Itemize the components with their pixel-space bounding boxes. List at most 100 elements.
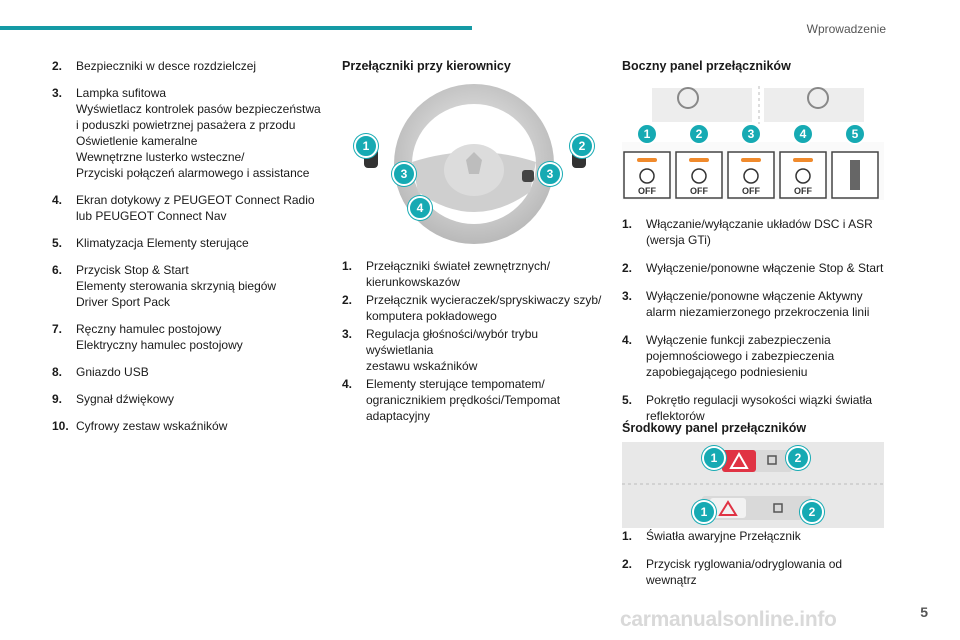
item-line: Przycisk ryglowania/odryglowania od	[646, 557, 843, 571]
item-number: 3.	[342, 327, 353, 341]
item-line: Bezpieczniki w desce rozdzielczej	[76, 59, 257, 73]
list-item: 9. Sygnał dźwiękowy	[52, 391, 322, 407]
list-item: 3. Regulacja głośności/wybór trybu wyświe…	[342, 326, 604, 374]
item-line: Lampka sufitowa	[76, 86, 167, 100]
item-line: Włączanie/wyłączanie układów DSC i ASR	[646, 217, 873, 231]
item-text: Regulacja głośności/wybór trybu wyświetl…	[366, 326, 604, 374]
left-list: 2. Bezpieczniki w desce rozdzielczej 3.Lam…	[52, 58, 322, 434]
list-item: 2.Wyłączenie/ponowne włączenie Stop & St…	[622, 260, 892, 276]
item-text: Bezpieczniki w desce rozdzielczej	[76, 58, 256, 74]
callout-badge	[636, 123, 658, 145]
item-text: Cyfrowy zestaw wskaźników	[76, 418, 227, 434]
item-line: i poduszki powietrznej pasażera z przodu	[76, 118, 296, 132]
list-item: 2.Przełącznik wycieraczek/spryskiwaczy s…	[342, 292, 604, 324]
item-number: 1.	[622, 217, 633, 231]
item-line: Cyfrowy zestaw wskaźników	[76, 419, 228, 433]
header-accent-bar	[0, 26, 472, 30]
callout-badge: 2	[570, 134, 594, 158]
item-line: Przyciski połączeń alarmowego i assistan…	[76, 166, 310, 180]
status-led	[689, 158, 709, 162]
callout-badge: 3	[392, 162, 416, 186]
item-line: Wyłączenie funkcji zabezpieczenia	[646, 333, 831, 347]
item-line: lub PEUGEOT Connect Nav	[76, 209, 227, 223]
off-label: OFF	[690, 186, 708, 196]
list-item: 10. Cyfrowy zestaw wskaźników	[52, 418, 322, 434]
item-line: ogranicznikiem prędkości/Tempomat	[366, 393, 561, 407]
item-number: 1.	[342, 259, 353, 273]
list-item: 5. Klimatyzacja Elementy sterujące	[52, 235, 322, 251]
item-line: adaptacyjny	[366, 409, 431, 423]
list-item: 1. Światła awaryjne Przełącznik	[622, 528, 892, 544]
item-line: Gniazdo USB	[76, 365, 149, 379]
callout-badge-label: 2	[696, 127, 703, 141]
callout-badge	[792, 123, 814, 145]
item-text: Elementy sterujące tempomatem/ograniczni…	[366, 376, 560, 424]
list-item: 5. Pokrętło regulacji wysokości wiązki św…	[622, 392, 892, 424]
item-number: 9.	[52, 392, 63, 406]
item-number: 6.	[52, 263, 63, 277]
item-text: Klimatyzacja Elementy sterujące	[76, 235, 249, 251]
item-line: Elementy sterujące tempomatem/	[366, 377, 545, 391]
item-line: Przełączniki świateł zewnętrznych/	[366, 259, 551, 273]
item-number: 4.	[52, 193, 63, 207]
item-number: 7.	[52, 322, 63, 336]
callout-badge-label: 3	[748, 127, 755, 141]
watermark: carmanualsonline.info	[620, 608, 837, 631]
steering-wheel-icon	[364, 84, 586, 244]
status-led	[741, 158, 761, 162]
status-led	[637, 158, 657, 162]
item-number: 5.	[622, 393, 633, 407]
item-line: Elementy sterowania skrzynią biegów	[76, 279, 277, 293]
section-title: Wprowadzenie	[806, 22, 886, 36]
item-line: wewnątrz	[646, 573, 697, 587]
steering-legend: 1.Przełączniki świateł zewnętrznych/kier…	[342, 258, 604, 426]
list-item: 1.Przełączniki świateł zewnętrznych/kier…	[342, 258, 604, 290]
item-number: 3.	[622, 289, 633, 303]
item-text: Gniazdo USB	[76, 364, 149, 380]
callout-badge: 2	[800, 500, 824, 524]
item-number: 1.	[622, 529, 633, 543]
page-number: 5	[920, 604, 928, 620]
off-label: OFF	[638, 186, 656, 196]
item-line: Regulacja głośności/wybór trybu wyświetl…	[366, 327, 539, 357]
function-icon	[691, 168, 707, 184]
item-number: 8.	[52, 365, 63, 379]
list-item: 2. Bezpieczniki w desce rozdzielczej	[52, 58, 322, 74]
left-column: 2. Bezpieczniki w desce rozdzielczej 3.Lam…	[52, 58, 322, 445]
item-number: 5.	[52, 236, 63, 250]
callout-badge: 1	[702, 446, 726, 470]
callout-badge: 1	[692, 500, 716, 524]
item-number: 2.	[622, 557, 633, 571]
item-number: 10.	[52, 419, 69, 433]
item-line: Driver Sport Pack	[76, 295, 171, 309]
item-line: zestawu wskaźników	[366, 359, 478, 373]
item-line: pojemnościowego i zabezpieczenia	[646, 349, 835, 363]
side-panel-legend: 1. Włączanie/wyłączanie układów DSC i ASR…	[622, 216, 892, 436]
item-line: Pokrętło regulacji wysokości wiązki świa…	[646, 393, 873, 407]
item-text: Światła awaryjne Przełącznik	[646, 528, 801, 544]
item-line: Przycisk Stop & Start	[76, 263, 189, 277]
list-item: 8. Gniazdo USB	[52, 364, 322, 380]
item-text: Wyłączenie/ponowne włączenie Stop & Star…	[646, 260, 883, 276]
headlamp-dial-icon	[850, 160, 860, 190]
callout-badge	[688, 123, 710, 145]
list-item: 2. Przycisk ryglowania/odryglowania od wew…	[622, 556, 892, 588]
list-item: 1. Włączanie/wyłączanie układów DSC i ASR…	[622, 216, 892, 248]
side-panel-heading: Boczny panel przełączników	[622, 59, 791, 73]
center-panel-legend: 1. Światła awaryjne Przełącznik 2. Przycisk…	[622, 528, 892, 600]
center-panel-icon	[622, 450, 884, 520]
item-number: 2.	[52, 59, 63, 73]
callout-badge-label: 5	[852, 127, 859, 141]
item-line: Sygnał dźwiękowy	[76, 392, 175, 406]
callout-badge	[740, 123, 762, 145]
